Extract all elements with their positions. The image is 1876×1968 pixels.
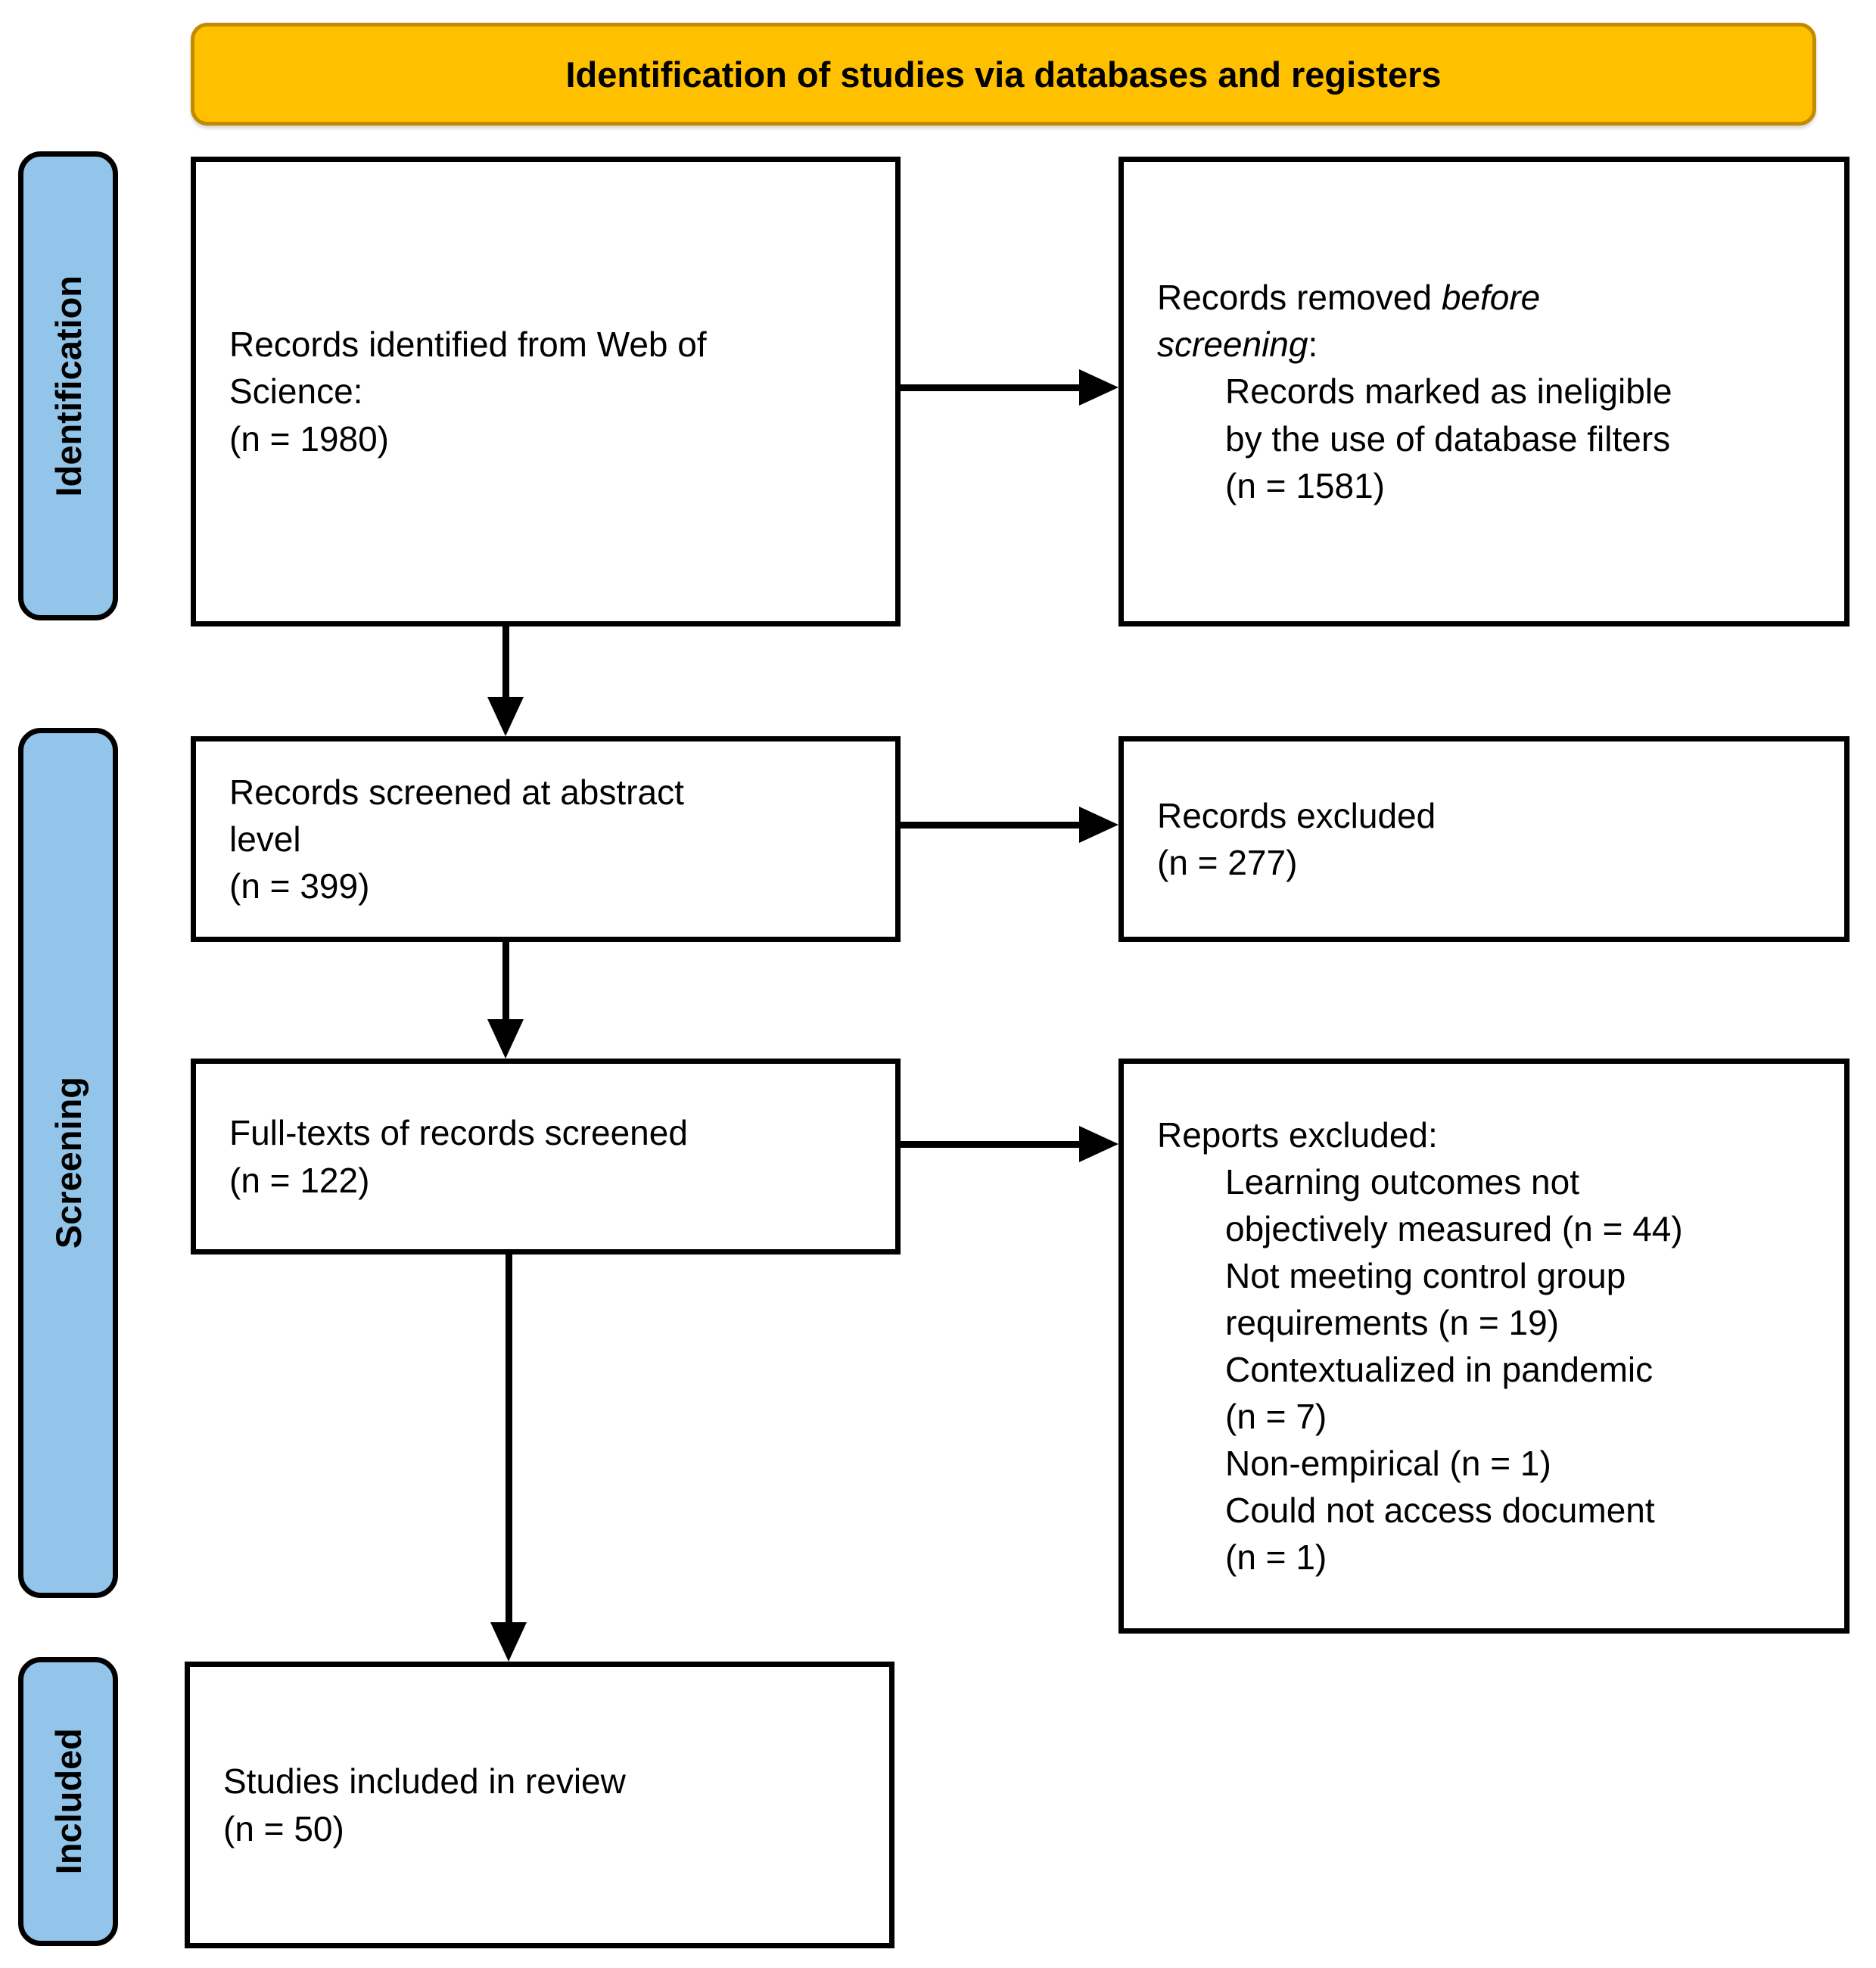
records-removed-title: Records removed before screening:	[1124, 274, 1844, 368]
arrow-head-down-icon	[490, 1622, 527, 1662]
arrow-head-right-icon	[1079, 369, 1118, 406]
arrow-line	[901, 384, 1082, 391]
records-screened-abstract-text: Records screened at abstract level (n = …	[229, 772, 684, 906]
arrow-line	[901, 822, 1082, 829]
arrow-head-right-icon	[1079, 807, 1118, 843]
stage-label-included: Included	[18, 1657, 118, 1946]
records-removed-title-italic: before screening	[1157, 278, 1541, 365]
records-removed-detail: Records marked as ineligible by the use …	[1225, 372, 1672, 505]
box-records-removed-before-screening: Records removed before screening: Record…	[1118, 157, 1850, 626]
reports-excluded-item-2: Not meeting control group requirements (…	[1225, 1255, 1626, 1342]
reports-excluded-item-4: Non-empirical (n = 1)	[1225, 1444, 1551, 1484]
arrow-head-right-icon	[1079, 1126, 1118, 1162]
records-excluded-text: Records excluded (n = 277)	[1157, 795, 1436, 882]
box-records-excluded: Records excluded (n = 277)	[1118, 736, 1850, 942]
records-identified-text: Records identified from Web of Science: …	[229, 325, 707, 459]
stage-label-identification: Identification	[18, 151, 118, 620]
arrow-line	[901, 1141, 1082, 1148]
box-records-identified: Records identified from Web of Science: …	[191, 157, 901, 626]
arrow-head-down-icon	[487, 1019, 524, 1059]
stage-label-screening-text: Screening	[48, 1077, 89, 1249]
reports-excluded-title: Reports excluded:	[1157, 1115, 1438, 1155]
box-reports-excluded: Reports excluded: Learning outcomes not …	[1118, 1059, 1850, 1634]
records-removed-title-suffix: :	[1308, 325, 1318, 365]
stage-label-identification-text: Identification	[48, 275, 89, 497]
stage-label-screening: Screening	[18, 728, 118, 1598]
banner-identification-via-databases: Identification of studies via databases …	[191, 23, 1816, 126]
studies-included-text: Studies included in review (n = 50)	[223, 1761, 626, 1848]
box-studies-included: Studies included in review (n = 50)	[185, 1662, 894, 1948]
reports-excluded-item-3: Contextualized in pandemic (n = 7)	[1225, 1350, 1654, 1437]
arrow-head-down-icon	[487, 697, 524, 736]
records-removed-title-prefix: Records removed	[1157, 278, 1442, 318]
arrow-line	[506, 1254, 512, 1622]
arrow-line	[502, 942, 509, 1019]
box-records-screened-abstract: Records screened at abstract level (n = …	[191, 736, 901, 942]
fulltexts-screened-text: Full-texts of records screened (n = 122)	[229, 1113, 688, 1200]
stage-label-included-text: Included	[48, 1728, 89, 1875]
reports-excluded-item-5: Could not access document (n = 1)	[1225, 1491, 1655, 1578]
box-fulltexts-screened: Full-texts of records screened (n = 122)	[191, 1059, 901, 1254]
banner-title: Identification of studies via databases …	[565, 54, 1442, 95]
reports-excluded-item-1: Learning outcomes not objectively measur…	[1225, 1161, 1683, 1248]
arrow-line	[502, 626, 509, 698]
